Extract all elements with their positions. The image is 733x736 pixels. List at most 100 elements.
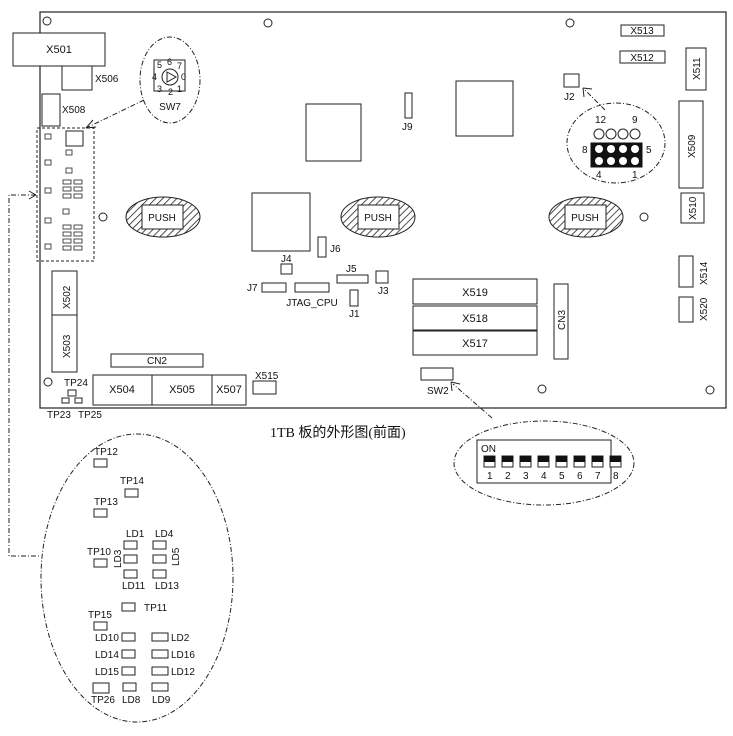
j2-pin xyxy=(595,157,603,165)
x508-connector xyxy=(41,93,61,127)
ld8-label: LD8 xyxy=(122,695,141,706)
tp26-label: TP26 xyxy=(91,695,115,706)
x518-label: X518 xyxy=(462,313,488,325)
led-area-component xyxy=(65,130,84,147)
tp14-label: TP14 xyxy=(120,476,144,487)
push-left-pad xyxy=(141,204,184,230)
led-area-part xyxy=(73,193,83,199)
led-area-part xyxy=(44,217,52,224)
tp24-pad xyxy=(67,389,77,397)
led-area-part xyxy=(73,179,83,185)
push-center-pad xyxy=(357,204,400,230)
mounting-hole xyxy=(537,384,547,394)
sw7-digits: 0 1 2 3 4 5 6 7 xyxy=(152,57,186,97)
x513-label: X513 xyxy=(630,26,654,37)
mounting-hole xyxy=(43,377,53,387)
led-area-part xyxy=(65,167,73,174)
x515-connector xyxy=(252,380,277,395)
dip-number: 1 xyxy=(487,471,493,482)
x508-label: X508 xyxy=(62,105,86,116)
x506-connector xyxy=(61,65,93,91)
ld14-pad xyxy=(121,649,136,659)
mounting-hole xyxy=(98,212,108,222)
j2-callout-outline xyxy=(566,102,666,184)
tp13-label: TP13 xyxy=(94,497,118,508)
dip-lever-knob xyxy=(610,456,621,462)
j4-connector xyxy=(280,263,293,275)
led-area-part xyxy=(44,243,52,250)
j2-pin xyxy=(607,145,615,153)
led-area-parts xyxy=(44,133,83,251)
x503-label: X503 xyxy=(62,334,73,358)
dip-on-label: ON xyxy=(481,444,496,455)
ld3-pad xyxy=(123,554,138,564)
dip-numbers: 1 2 3 4 5 6 7 8 xyxy=(487,471,619,482)
ld11-label: LD11 xyxy=(122,581,146,592)
led-area-part xyxy=(62,224,72,230)
rotary-digit: 3 xyxy=(157,84,162,94)
j5-label: J5 xyxy=(346,264,357,275)
tp24-label: TP24 xyxy=(64,378,88,389)
j4-label: J4 xyxy=(281,254,292,265)
j1-connector xyxy=(349,289,359,307)
ld3-label: LD3 xyxy=(113,549,124,568)
j2-connector xyxy=(563,73,580,88)
rotary-digit: 4 xyxy=(152,72,157,82)
j2-top-pins xyxy=(593,128,641,140)
cn3-label: CN3 xyxy=(557,310,568,330)
dip-number: 3 xyxy=(523,471,529,482)
j2-pin xyxy=(617,128,629,140)
x505-connector xyxy=(151,374,213,406)
ld12-pad xyxy=(151,666,169,676)
ld5-pad xyxy=(152,554,167,564)
dip-lever-knob xyxy=(502,456,513,462)
x514-connector xyxy=(678,255,694,288)
led-area-part xyxy=(62,179,72,185)
j3-label: J3 xyxy=(378,286,389,297)
push-center: PUSH xyxy=(340,196,416,238)
x511-connector xyxy=(685,47,707,91)
x517-connector xyxy=(412,330,538,356)
ld10-label: LD10 xyxy=(95,633,119,644)
sw2-leader-line xyxy=(452,383,493,419)
x520-connector xyxy=(678,296,694,323)
mounting-hole xyxy=(263,18,273,28)
x517-label: X517 xyxy=(462,338,488,350)
chip-2 xyxy=(455,80,514,137)
jtag-label: JTAG_CPU xyxy=(286,298,338,309)
chip-1 xyxy=(305,103,362,162)
j6-label: J6 xyxy=(330,244,341,255)
board-caption: 1TB 板的外形图(前面) xyxy=(270,424,406,441)
dip-callout-outline xyxy=(453,420,635,506)
sw7-label: SW7 xyxy=(159,102,181,113)
led-area-part xyxy=(44,133,52,140)
ld11-pad xyxy=(123,569,138,579)
sw2-switch xyxy=(420,367,454,381)
j2-pin xyxy=(605,128,617,140)
led-area-part xyxy=(62,238,72,244)
chip-3 xyxy=(251,192,311,252)
j1-label: J1 xyxy=(349,309,360,320)
x507-label: X507 xyxy=(216,384,242,396)
dip-number: 6 xyxy=(577,471,583,482)
x505-label: X505 xyxy=(169,384,195,396)
tp10-pad xyxy=(93,558,108,568)
sw7-leader-line xyxy=(85,99,145,129)
ld15-label: LD15 xyxy=(95,667,119,678)
j2-pin xyxy=(593,128,605,140)
tp13-pad xyxy=(93,508,108,518)
ld16-label: LD16 xyxy=(171,650,195,661)
j2-bottom-pins xyxy=(595,145,639,165)
sw7-arrow-icon xyxy=(166,71,178,83)
tp15-pad xyxy=(93,621,108,631)
x515-label: X515 xyxy=(255,371,279,382)
j2-leader-arrow-icon xyxy=(582,87,593,98)
j2-pin xyxy=(631,145,639,153)
led-area-part xyxy=(73,238,83,244)
led-detail-parts xyxy=(92,458,169,694)
push-right: PUSH xyxy=(548,196,624,238)
ld9-label: LD9 xyxy=(152,695,171,706)
rotary-digit: 5 xyxy=(157,60,162,70)
tp26-pad xyxy=(92,682,110,694)
tp11-label: TP11 xyxy=(144,603,168,614)
